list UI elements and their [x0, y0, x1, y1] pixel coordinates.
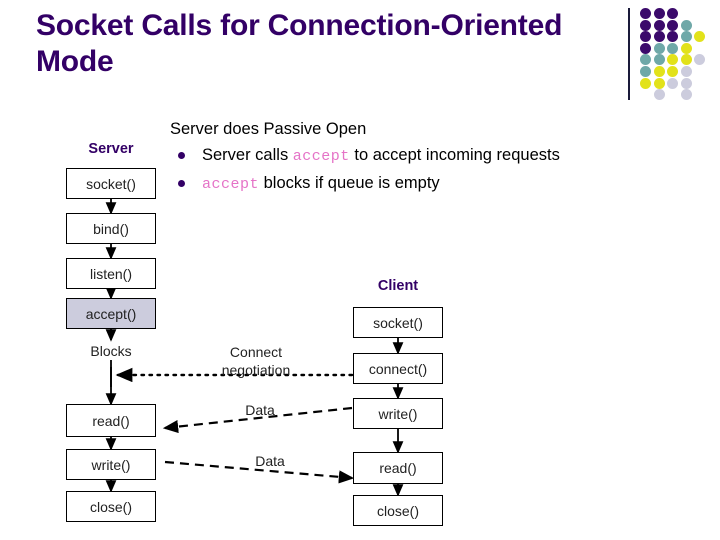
decorative-dot	[680, 42, 692, 54]
decorative-dot	[667, 31, 678, 43]
bullet-text-run: blocks if queue is empty	[259, 174, 440, 192]
client-step-close[interactable]: close()	[353, 495, 443, 526]
decorative-dot	[653, 66, 665, 77]
decorative-dot	[667, 42, 678, 54]
decorative-dot	[680, 31, 692, 43]
decorative-dot	[640, 42, 651, 54]
decorative-dot	[680, 54, 692, 66]
client-step-socket[interactable]: socket()	[353, 307, 443, 338]
decorative-dot	[680, 77, 692, 89]
bullet-point-icon	[178, 152, 185, 159]
server-step-blocks[interactable]: Blocks	[90, 343, 132, 359]
decorative-dot	[680, 66, 692, 77]
decorative-dot	[653, 42, 665, 54]
decorative-dot	[694, 31, 705, 43]
body-text-block: Server does Passive Open Server calls ac…	[170, 117, 660, 199]
decorative-dot	[667, 66, 678, 77]
client-step-read[interactable]: read()	[353, 452, 443, 484]
decorative-dot	[640, 8, 651, 19]
decorative-dot	[667, 77, 678, 89]
connect-negotiation-label-line1: Connect	[229, 344, 283, 360]
bullet-point-icon	[178, 180, 185, 187]
client-column-heading: Client	[377, 278, 419, 294]
vertical-rule-divider	[628, 8, 630, 100]
decorative-dot	[653, 31, 665, 43]
dot-grid-decoration	[640, 8, 716, 101]
decorative-dot	[653, 8, 665, 19]
bullet-text-run: to accept incoming requests	[349, 146, 560, 164]
decorative-dot	[653, 77, 665, 89]
body-lead-line: Server does Passive Open	[170, 120, 367, 138]
page-title: Socket Calls for Connection-Oriented Mod…	[36, 9, 563, 78]
data-down-label: Data	[245, 402, 275, 418]
decorative-dot	[680, 19, 692, 31]
decorative-dot	[694, 54, 705, 66]
server-column-heading: Server	[88, 141, 134, 157]
decorative-dot	[640, 54, 651, 66]
bullet-list: Server calls accept to accept incoming r…	[170, 143, 660, 197]
decorative-dot	[667, 8, 678, 19]
decorative-dot	[640, 77, 651, 89]
decorative-dot	[653, 19, 665, 31]
server-step-bind[interactable]: bind()	[66, 213, 156, 244]
server-step-socket[interactable]: socket()	[66, 168, 156, 199]
decorative-dot	[640, 66, 651, 77]
decorative-dot	[680, 89, 692, 101]
client-step-connect[interactable]: connect()	[353, 353, 443, 384]
decorative-dot	[667, 54, 678, 66]
code-keyword: accept	[202, 176, 260, 193]
bullet-text-run: Server calls	[202, 146, 293, 164]
client-step-write[interactable]: write()	[353, 398, 443, 429]
decorative-dot	[653, 89, 665, 101]
data-up-label: Data	[255, 453, 285, 469]
decorative-dot	[640, 31, 651, 43]
decorative-dot	[653, 54, 665, 66]
decorative-dot	[667, 19, 678, 31]
server-step-write[interactable]: write()	[66, 449, 156, 480]
server-step-read[interactable]: read()	[66, 404, 156, 437]
decorative-dot	[640, 19, 651, 31]
bullet-item: Server calls accept to accept incoming r…	[170, 143, 660, 169]
server-step-accept[interactable]: accept()	[66, 298, 156, 329]
bullet-item: accept blocks if queue is empty	[170, 171, 660, 197]
code-keyword: accept	[292, 148, 350, 165]
server-step-close[interactable]: close()	[66, 491, 156, 522]
connect-negotiation-label-line2: negotiation	[221, 362, 291, 378]
server-step-listen[interactable]: listen()	[66, 258, 156, 289]
